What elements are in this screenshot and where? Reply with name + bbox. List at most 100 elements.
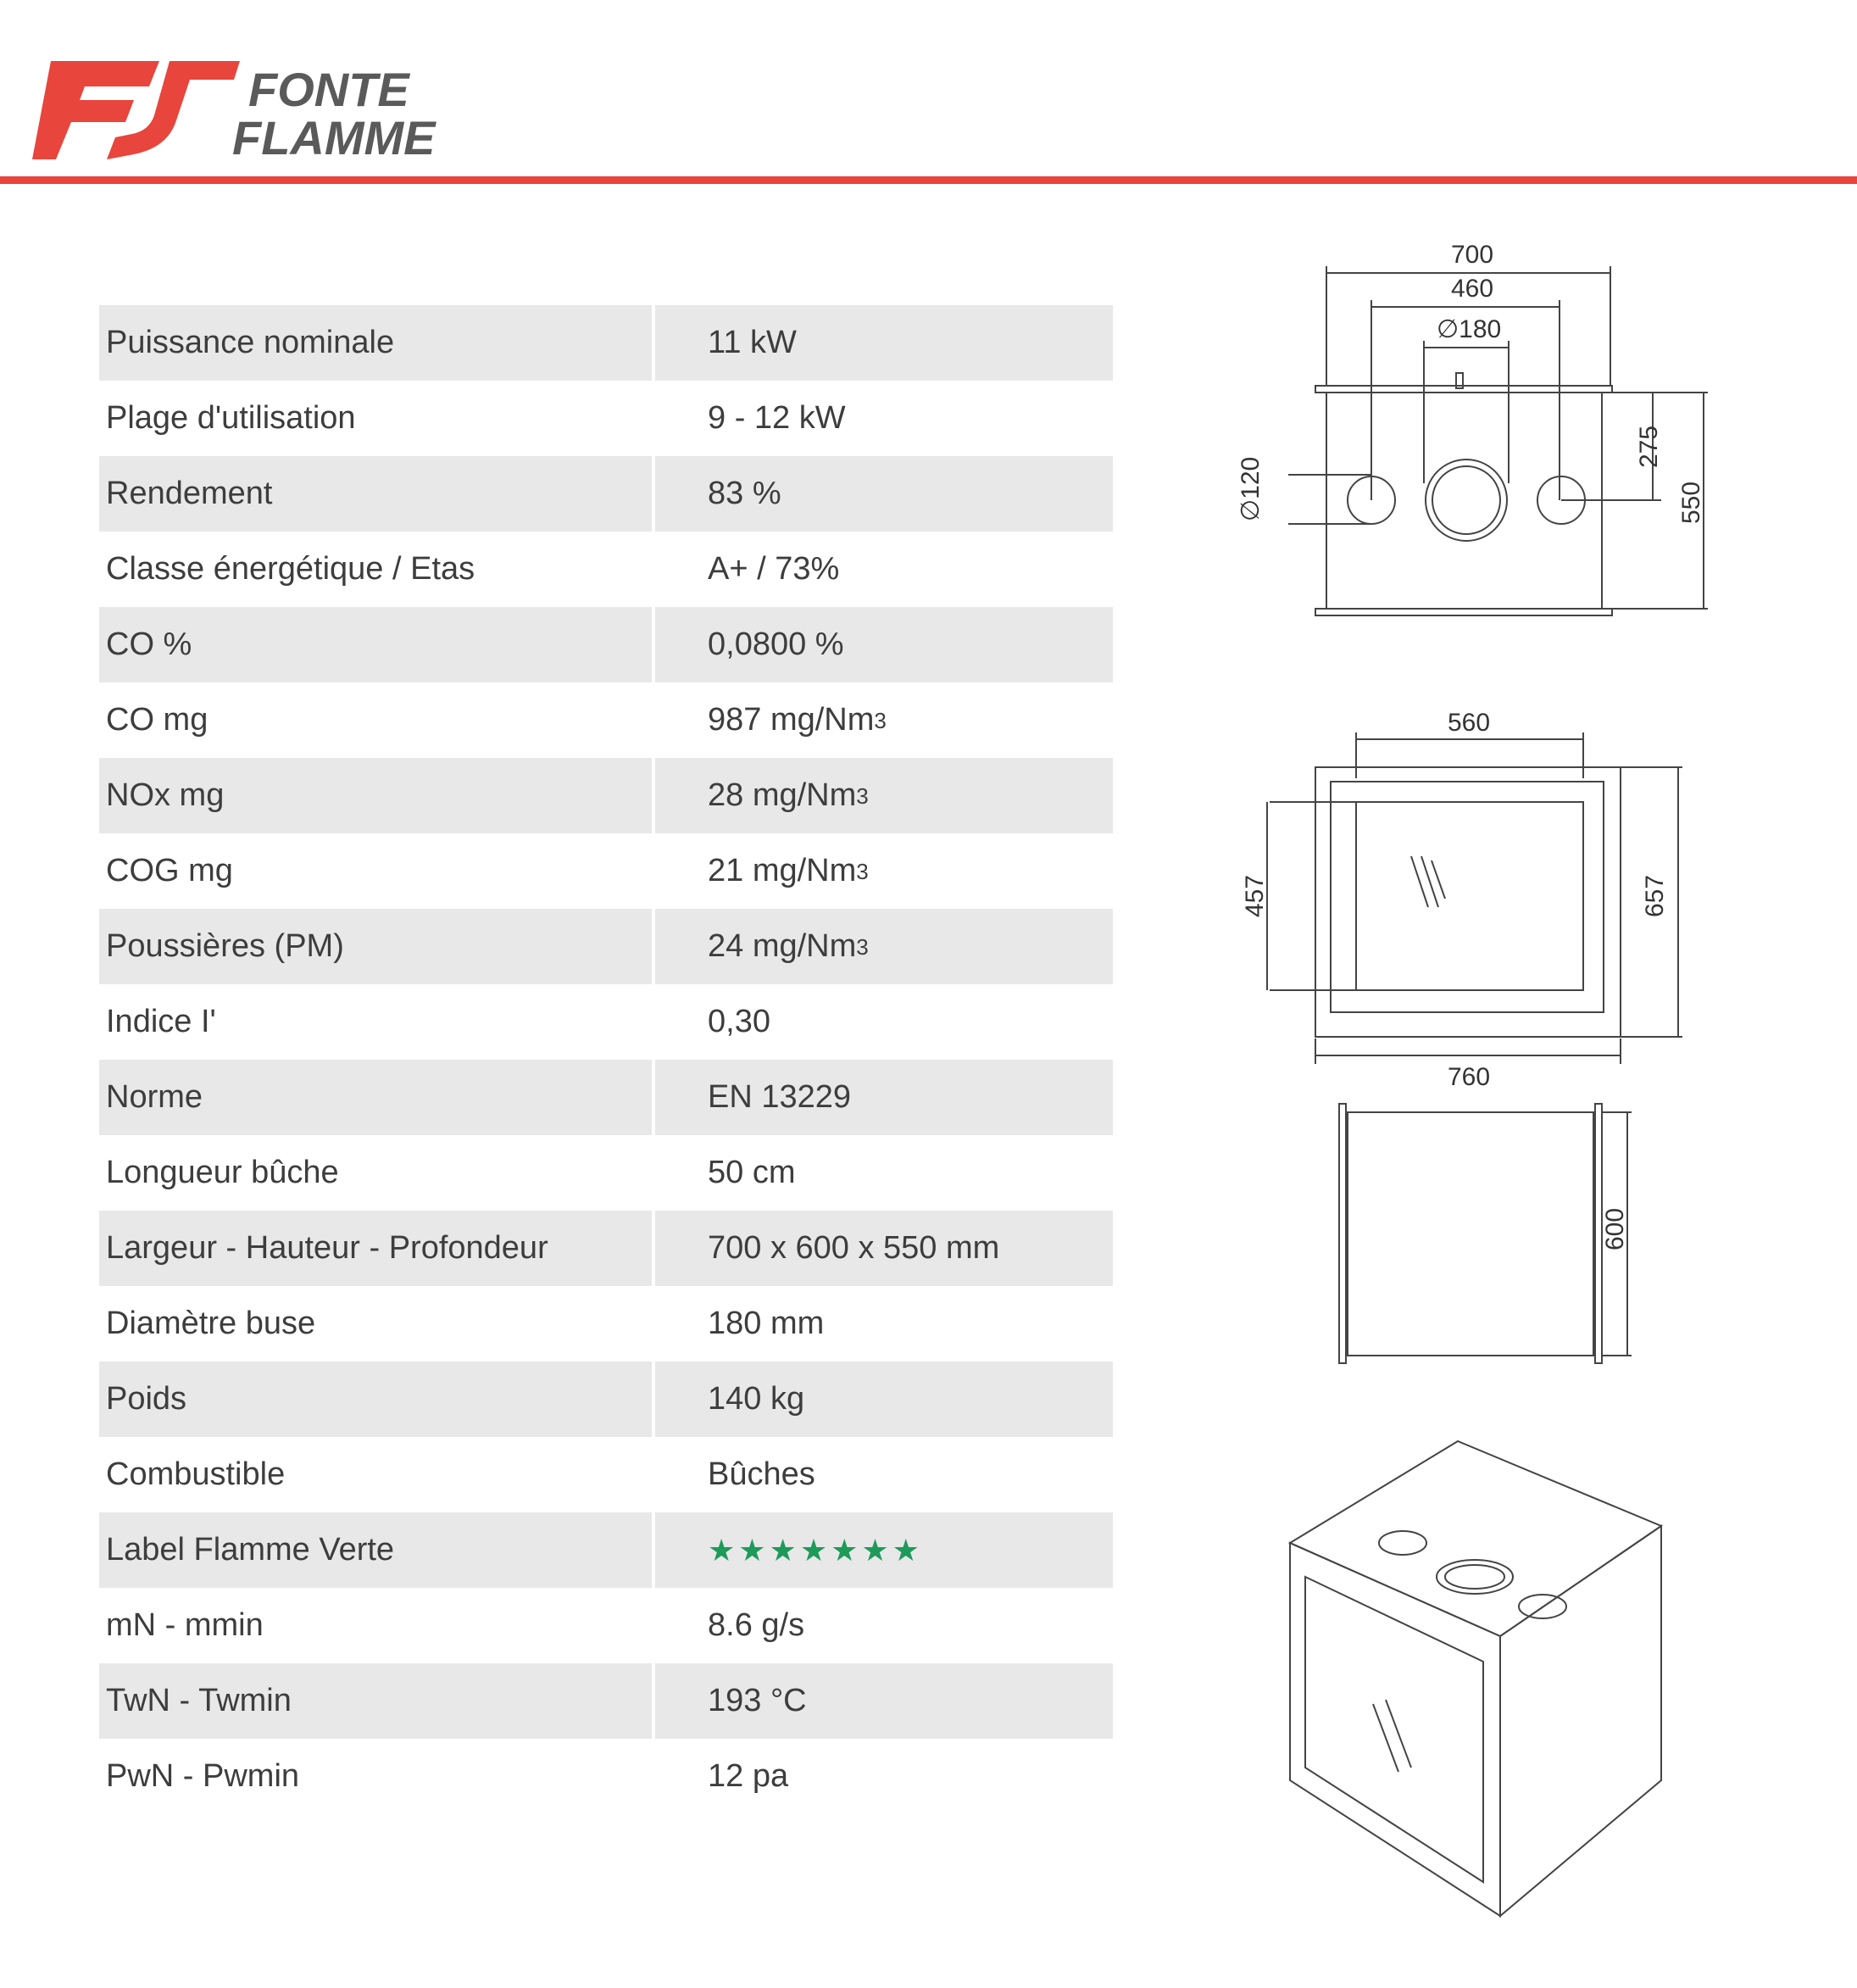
spec-value-text: 21 mg/Nm — [708, 853, 857, 888]
header-divider — [0, 176, 1857, 184]
technical-drawings: 700 460 ∅180 ∅120 275 550 560 760 457 65… — [1237, 241, 1708, 1918]
spec-row: Combustible Bûches — [99, 1437, 1113, 1512]
spec-label: PwN - Pwmin — [106, 1758, 300, 1794]
fonte-flamme-logo: FONTE FLAMME — [32, 61, 436, 161]
spec-value: 50 cm — [655, 1135, 1113, 1211]
spec-row: mN - mmin 8.6 g/s — [99, 1588, 1113, 1663]
spec-label: COG mg — [106, 853, 233, 888]
spec-value: 8.6 g/s — [655, 1588, 1113, 1663]
dim-flue-diameter: ∅180 — [1437, 315, 1501, 343]
isometric-view-drawing — [1287, 1439, 1664, 1918]
spec-value: 11 kW — [655, 305, 1113, 381]
spec-value-text: 50 cm — [708, 1155, 796, 1190]
spec-label: mN - mmin — [106, 1607, 264, 1643]
spec-value: 12 pa — [655, 1739, 1113, 1814]
spec-label: Diamètre buse — [106, 1306, 316, 1341]
spec-value: 140 kg — [655, 1362, 1113, 1437]
spec-row: Largeur - Hauteur - Profondeur 700 x 600 … — [99, 1211, 1113, 1286]
spec-value-text: 9 - 12 kW — [708, 400, 846, 436]
spec-value: 9 - 12 kW — [655, 381, 1113, 456]
spec-value: 0,0800 % — [655, 607, 1113, 682]
dim-side-pipe: ∅120 — [1237, 457, 1265, 521]
spec-label: Label Flamme Verte — [99, 1512, 652, 1588]
spec-value-text: 28 mg/Nm — [708, 777, 857, 813]
dim-front-outer-width: 760 — [1448, 1063, 1490, 1091]
header: FONTE FLAMME — [0, 0, 1857, 187]
spec-value-text: 193 °C — [708, 1683, 807, 1718]
spec-row: TwN - Twmin 193 °C — [99, 1663, 1113, 1739]
spec-value-text: 180 mm — [708, 1306, 825, 1341]
spec-value: EN 13229 — [655, 1060, 1113, 1135]
spec-label: Combustible — [106, 1456, 286, 1492]
spec-row: Classe énergétique / Etas A+ / 73% — [99, 532, 1113, 607]
spec-value: 180 mm — [655, 1286, 1113, 1362]
spec-label: Longueur bûche — [106, 1155, 339, 1190]
brand-line2: FLAMME — [232, 111, 436, 161]
dim-front-inner-width: 560 — [1448, 709, 1490, 737]
spec-value-text: 0,30 — [708, 1004, 770, 1039]
spec-value-text: ★★★★★★★ — [708, 1532, 923, 1568]
spec-value: 700 x 600 x 550 mm — [655, 1211, 1113, 1286]
spec-row: Rendement 83 % — [99, 456, 1113, 532]
spec-label: Largeur - Hauteur - Profondeur — [99, 1211, 652, 1286]
spec-label: Norme — [99, 1060, 652, 1135]
spec-row: Longueur bûche 50 cm — [99, 1135, 1113, 1211]
dim-depth-half: 275 — [1635, 426, 1663, 468]
spec-value-text: 24 mg/Nm — [708, 928, 857, 964]
spec-value-text: 12 pa — [708, 1758, 789, 1794]
spec-value-text: A+ / 73% — [708, 551, 840, 587]
spec-row: Plage d'utilisation 9 - 12 kW — [99, 381, 1113, 456]
top-view-drawing — [1288, 266, 1708, 616]
spec-value-text: Bûches — [708, 1456, 815, 1492]
spec-row: CO % 0,0800 % — [99, 607, 1113, 682]
spec-value: Bûches — [655, 1437, 1113, 1512]
spec-label: Poussières (PM) — [99, 909, 652, 984]
spec-value-text: 83 % — [708, 476, 781, 511]
spec-label: TwN - Twmin — [99, 1663, 652, 1739]
spec-value-text: 140 kg — [708, 1381, 805, 1417]
spec-table: Puissance nominale 11 kW Plage d'utilisati… — [99, 305, 1113, 1814]
spec-value: A+ / 73% — [655, 532, 1113, 607]
dim-depth: 550 — [1677, 482, 1705, 524]
spec-label: Puissance nominale — [99, 305, 652, 381]
spec-row: Indice I' 0,30 — [99, 984, 1113, 1060]
spec-value: 83 % — [655, 456, 1113, 532]
spec-label: NOx mg — [99, 758, 652, 833]
spec-label: Classe énergétique / Etas — [106, 551, 475, 587]
spec-value-text: 8.6 g/s — [708, 1607, 805, 1643]
spec-row: Diamètre buse 180 mm — [99, 1286, 1113, 1362]
spec-label: Rendement — [99, 456, 652, 532]
spec-label: Plage d'utilisation — [106, 400, 356, 436]
spec-value-text: 700 x 600 x 550 mm — [708, 1230, 1000, 1266]
spec-value-text: 0,0800 % — [708, 626, 844, 662]
dim-front-outer-height: 657 — [1641, 875, 1669, 917]
dim-front-inner-height: 457 — [1241, 875, 1269, 917]
spec-row: Poids 140 kg — [99, 1362, 1113, 1437]
dim-top-width: 700 — [1451, 241, 1493, 269]
spec-value: 0,30 — [655, 984, 1113, 1060]
front-view-drawing — [1266, 732, 1682, 1064]
spec-label: Indice I' — [106, 1004, 216, 1039]
spec-label: CO mg — [106, 702, 208, 738]
spec-value: 193 °C — [655, 1663, 1113, 1739]
dim-side-height: 600 — [1601, 1208, 1629, 1250]
spec-value: ★★★★★★★ — [655, 1512, 1113, 1588]
spec-value-text: 987 mg/Nm — [708, 702, 875, 738]
spec-row: Label Flamme Verte ★★★★★★★ — [99, 1512, 1113, 1588]
spec-label: Poids — [99, 1362, 652, 1437]
spec-value-text: 11 kW — [708, 325, 797, 360]
spec-row: PwN - Pwmin 12 pa — [99, 1739, 1113, 1814]
brand-line1: FONTE — [248, 63, 410, 116]
side-view-drawing — [1338, 1103, 1632, 1364]
spec-row: Puissance nominale 11 kW — [99, 305, 1113, 381]
spec-label: CO % — [99, 607, 652, 682]
